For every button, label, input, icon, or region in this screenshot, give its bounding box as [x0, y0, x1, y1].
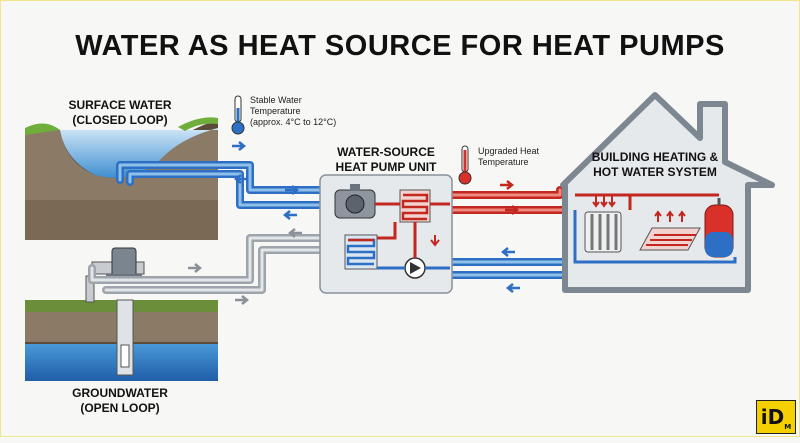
surface-water-block	[25, 117, 218, 240]
arrow-right-icon	[188, 263, 203, 273]
heat-pump-label-line1: WATER-SOURCE	[337, 145, 435, 159]
groundwater-label: GROUNDWATER (OPEN LOOP)	[40, 386, 200, 416]
upgraded-temp-line2: Temperature	[478, 157, 529, 167]
well-pump	[85, 247, 145, 376]
arrow-left-icon	[282, 210, 297, 220]
stable-temp-line2: Temperature	[250, 106, 301, 116]
logo-sub: M	[784, 423, 792, 431]
evaporator-coil-icon	[344, 234, 378, 270]
underfloor-heating-icon	[639, 210, 701, 251]
pipes	[88, 161, 579, 294]
hot-water-tank-icon	[704, 198, 734, 258]
page-title: WATER AS HEAT SOURCE FOR HEAT PUMPS	[75, 30, 725, 62]
brand-logo: iDM	[756, 400, 796, 434]
building	[560, 92, 775, 293]
arrow-left-icon	[233, 174, 248, 184]
building-label-line1: BUILDING HEATING &	[591, 150, 719, 164]
stable-temp-line1: Stable Water	[250, 95, 302, 105]
arrow-right-icon	[235, 295, 250, 305]
heat-pump-unit	[319, 174, 453, 294]
upgraded-temp-line1: Upgraded Heat	[478, 146, 540, 156]
groundwater-label-line1: GROUNDWATER	[72, 386, 168, 400]
compressor-icon	[334, 184, 376, 219]
arrow-left-icon	[500, 247, 515, 257]
stable-temp-line3: (approx. 4°C to 12°C)	[250, 117, 337, 127]
groundwater-label-line2: (OPEN LOOP)	[80, 401, 160, 415]
radiator-icon	[584, 196, 622, 253]
thermometer-hot-icon	[458, 145, 472, 185]
surface-water-label-line2: (CLOSED LOOP)	[72, 113, 168, 127]
upgraded-temp-note: Upgraded Heat Temperature	[478, 146, 558, 168]
logo-text: iD	[760, 405, 785, 429]
building-label: BUILDING HEATING & HOT WATER SYSTEM	[580, 150, 730, 180]
heat-pump-label: WATER-SOURCE HEAT PUMP UNIT	[310, 145, 462, 175]
arrow-right-icon	[232, 141, 247, 151]
surface-water-label: SURFACE WATER (CLOSED LOOP)	[40, 98, 200, 128]
expansion-valve-icon	[404, 257, 426, 279]
heat-pump-label-line2: HEAT PUMP UNIT	[335, 160, 437, 174]
stable-temp-note: Stable Water Temperature (approx. 4°C to…	[250, 95, 360, 128]
building-label-line2: HOT WATER SYSTEM	[593, 165, 717, 179]
arrow-right-icon	[500, 180, 515, 190]
thermometer-cold-icon	[231, 95, 245, 135]
arrow-right-icon	[505, 205, 520, 215]
surface-water-label-line1: SURFACE WATER	[68, 98, 172, 112]
arrow-left-icon	[505, 283, 520, 293]
arrow-right-icon	[285, 185, 300, 195]
arrow-left-icon	[287, 228, 302, 238]
condenser-coil-icon	[399, 189, 431, 223]
